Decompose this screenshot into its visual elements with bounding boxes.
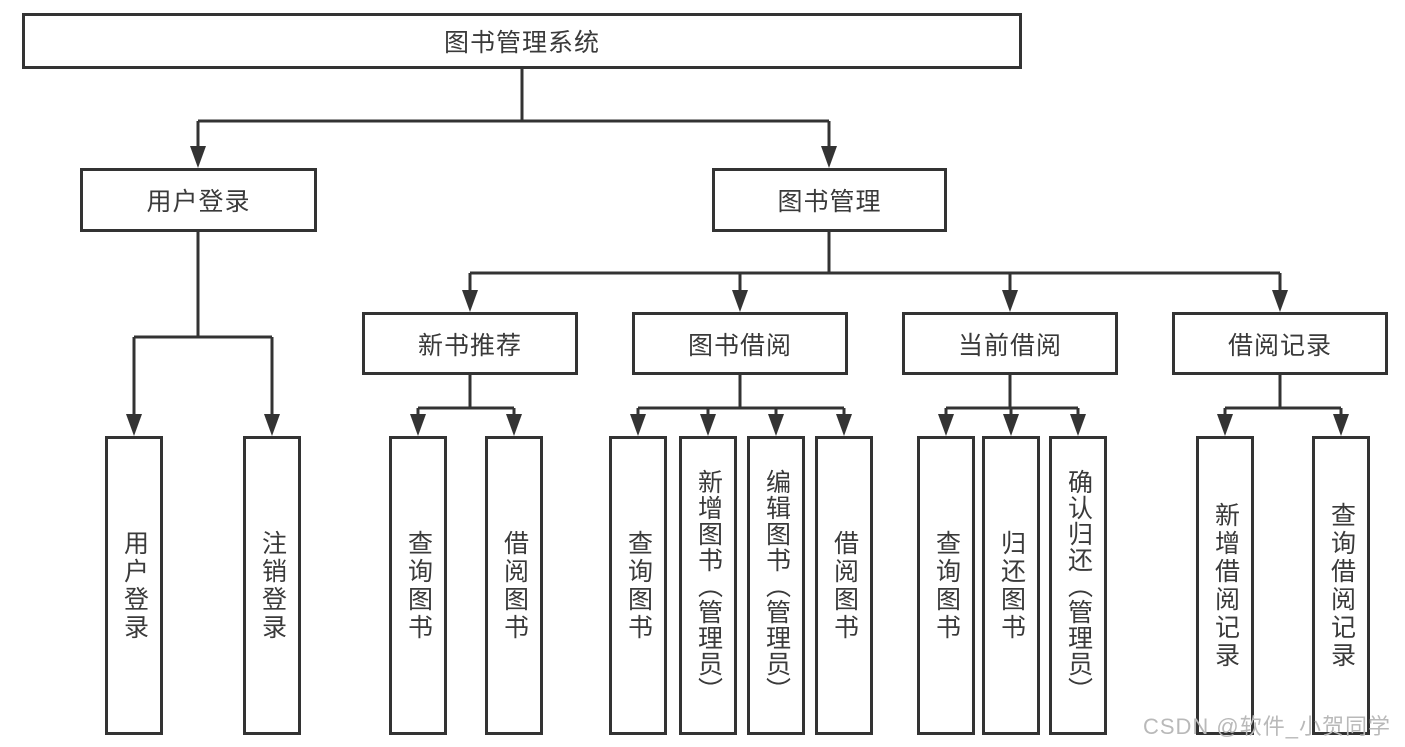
connector-record-to-leaves <box>1223 375 1343 420</box>
arrowhead <box>190 146 206 168</box>
leaf-label: 查询借阅记录 <box>1327 501 1356 670</box>
leaf-user-login: 用户登录 <box>105 436 163 735</box>
node-label: 图书借阅 <box>687 331 792 360</box>
leaf-query-borrow-record: 查询借阅记录 <box>1312 436 1370 735</box>
node-current-borrow: 当前借阅 <box>902 312 1118 375</box>
arrowhead <box>506 414 522 436</box>
arrowhead <box>462 290 478 312</box>
leaf-confirm-return-admin: 确认归还（管理员） <box>1049 436 1107 735</box>
leaf-label: 借阅图书 <box>500 529 529 642</box>
arrowhead <box>1002 290 1018 312</box>
arrowhead <box>836 414 852 436</box>
leaf-borrow-book-1: 借阅图书 <box>485 436 543 735</box>
arrowhead <box>768 414 784 436</box>
leaf-label: 用户登录 <box>120 529 149 642</box>
leaf-query-book-3: 查询图书 <box>917 436 975 735</box>
connector-newbook-to-leaves <box>416 375 516 420</box>
leaf-label: 查询图书 <box>932 529 961 642</box>
leaf-edit-book-admin: 编辑图书（管理员） <box>747 436 805 735</box>
arrowhead <box>732 290 748 312</box>
node-label: 当前借阅 <box>957 331 1062 360</box>
node-label: 新书推荐 <box>417 331 522 360</box>
arrowhead <box>1003 414 1019 436</box>
leaf-label: 注销登录 <box>258 529 287 642</box>
leaf-label: 新增借阅记录 <box>1211 501 1240 670</box>
leaf-label: 查询图书 <box>624 529 653 642</box>
arrowhead <box>1217 414 1233 436</box>
csdn-watermark: CSDN @软件_小贺同学 <box>1142 714 1391 739</box>
arrowhead <box>1272 290 1288 312</box>
connector-userlogin-to-leaves <box>132 232 274 418</box>
node-borrow-record: 借阅记录 <box>1172 312 1388 375</box>
node-label: 图书管理 <box>777 188 882 216</box>
leaf-label: 查询图书 <box>404 529 433 642</box>
leaf-query-book-2: 查询图书 <box>609 436 667 735</box>
arrowhead <box>700 414 716 436</box>
arrowhead <box>630 414 646 436</box>
leaf-logout: 注销登录 <box>243 436 301 735</box>
node-label: 用户登录 <box>146 188 251 216</box>
arrowhead <box>264 414 280 436</box>
node-new-book-recommend: 新书推荐 <box>362 312 578 375</box>
node-user-login: 用户登录 <box>80 168 317 232</box>
leaf-return-book: 归还图书 <box>982 436 1040 735</box>
node-label: 图书管理系统 <box>443 29 600 57</box>
arrowhead <box>938 414 954 436</box>
leaf-label: 确认归还（管理员） <box>1064 468 1093 703</box>
leaf-add-borrow-record: 新增借阅记录 <box>1196 436 1254 735</box>
connector-borrow-to-leaves <box>636 375 846 420</box>
leaf-borrow-book-2: 借阅图书 <box>815 436 873 735</box>
node-book-borrow: 图书借阅 <box>632 312 848 375</box>
leaf-label: 借阅图书 <box>830 529 859 642</box>
leaf-label: 归还图书 <box>997 529 1026 642</box>
arrowhead <box>126 414 142 436</box>
arrowhead <box>821 146 837 168</box>
leaf-add-book-admin: 新增图书（管理员） <box>679 436 737 735</box>
leaf-label: 新增图书（管理员） <box>694 468 723 703</box>
arrowhead <box>1070 414 1086 436</box>
connector-root-to-level2 <box>196 69 831 150</box>
node-library-system: 图书管理系统 <box>22 13 1022 69</box>
connector-bookmgmt-to-level3 <box>468 232 1282 294</box>
leaf-label: 编辑图书（管理员） <box>762 468 791 703</box>
arrowhead <box>1333 414 1349 436</box>
node-label: 借阅记录 <box>1227 331 1332 360</box>
connector-current-to-leaves <box>944 375 1080 420</box>
arrowhead <box>410 414 426 436</box>
leaf-query-book-1: 查询图书 <box>389 436 447 735</box>
node-book-management: 图书管理 <box>712 168 947 232</box>
